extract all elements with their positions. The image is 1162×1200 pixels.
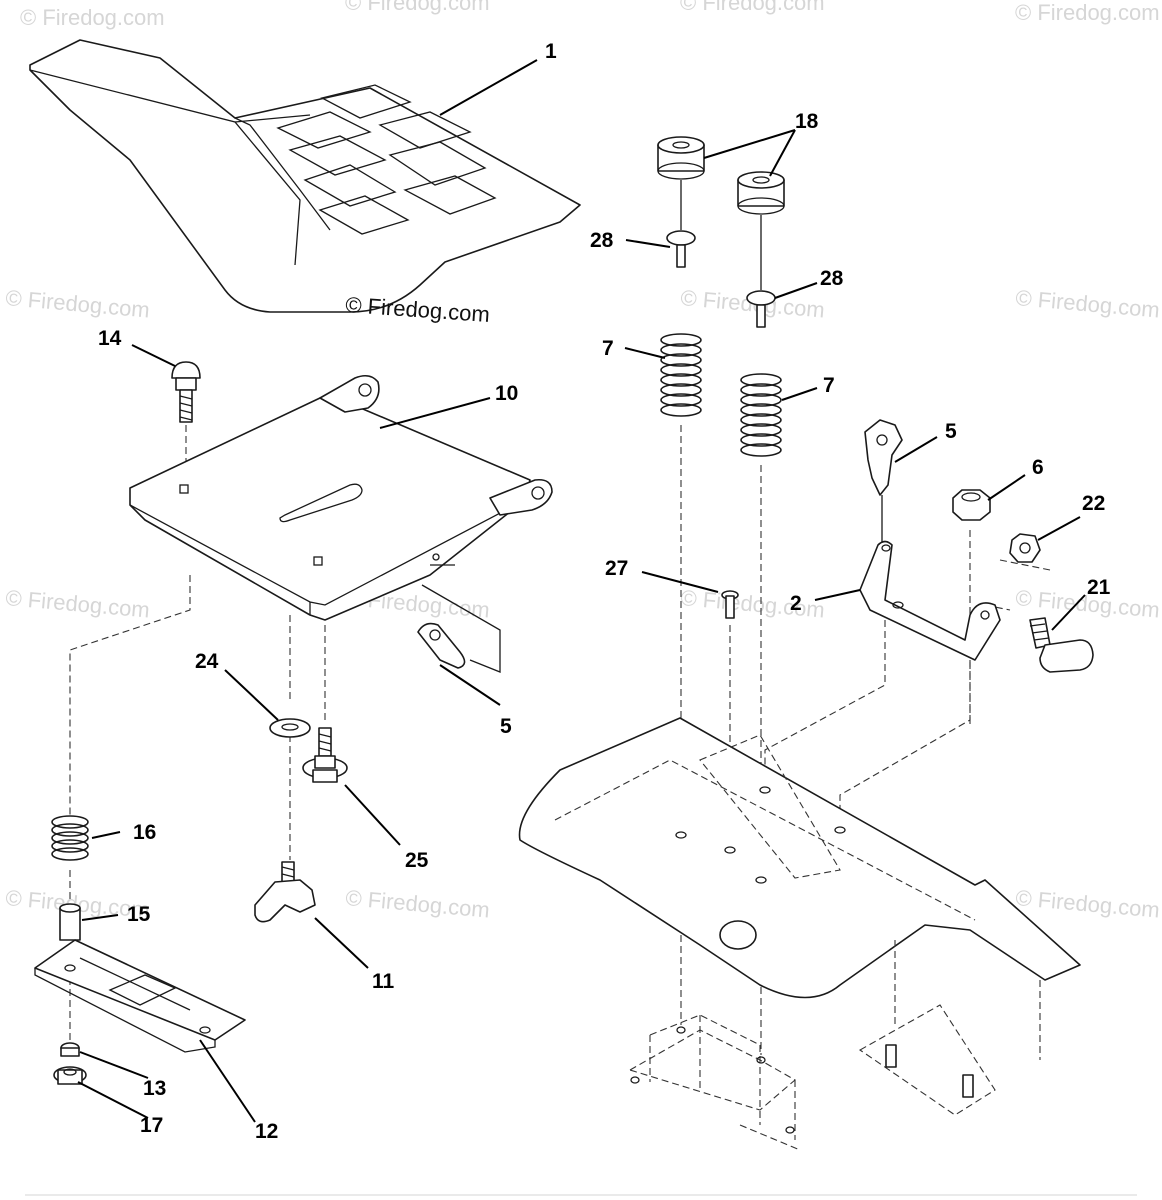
watermark: © Firedog.com [5, 285, 151, 323]
washer-part [269, 718, 311, 738]
seat-switch-part-left [417, 584, 501, 673]
callout-12: 12 [255, 1120, 278, 1143]
flange-bolt-part [1029, 617, 1094, 673]
bumper-part-left [657, 136, 705, 180]
seat-pad-grid [276, 84, 497, 235]
watermark: © Firedog.com [5, 585, 151, 623]
watermark: © Firedog.com [1015, 285, 1161, 323]
seat-pan-part [129, 374, 553, 621]
callout-7-right: 7 [823, 374, 835, 397]
callout-16: 16 [133, 821, 156, 844]
spacer-part [59, 903, 81, 941]
wing-knob-part [254, 861, 316, 923]
star-screw-part-left [666, 230, 696, 268]
fender-deck-part [518, 717, 1081, 999]
copyright-text: © Firedog.com [345, 292, 491, 327]
callout-27: 27 [605, 557, 628, 580]
carriage-bolt-part [171, 361, 201, 423]
watermark: © Firedog.com [680, 585, 826, 623]
callout-6: 6 [1032, 456, 1044, 479]
coil-spring-part-left [660, 333, 702, 417]
switch-bracket-part [859, 540, 1001, 661]
seat-switch-part-right [864, 419, 903, 496]
callout-22: 22 [1082, 492, 1105, 515]
watermark: © Firedog.com [1015, 885, 1161, 923]
bumper-part-right [737, 171, 785, 215]
frame-right-part [858, 940, 1041, 1116]
seat-part [29, 39, 581, 313]
flange-nut-part [53, 1066, 87, 1085]
callout-11: 11 [372, 970, 395, 993]
callout-17: 17 [140, 1114, 163, 1137]
callout-25: 25 [405, 849, 429, 872]
leader-lines [77, 59, 1086, 1123]
watermark: © Firedog.com [345, 885, 491, 923]
watermark: © Firedog.com [1015, 0, 1160, 25]
callout-14: 14 [98, 327, 122, 350]
callout-1: 1 [545, 40, 557, 63]
nut-small-part [60, 1042, 80, 1057]
callout-13: 13 [143, 1077, 166, 1100]
coil-spring-part-right [740, 373, 782, 457]
shoulder-bolt-part [302, 727, 348, 783]
callout-2: 2 [790, 592, 802, 615]
hex-nut-part [1009, 533, 1041, 563]
spring-small-part [51, 815, 89, 861]
callout-28-right: 28 [820, 267, 844, 290]
callout-10: 10 [495, 382, 518, 405]
screw-small-part [721, 590, 739, 619]
frame-left-part [629, 1014, 801, 1151]
callout-21: 21 [1087, 576, 1111, 599]
callout-24: 24 [195, 650, 219, 673]
lock-nut-part [952, 489, 991, 521]
callout-5-right: 5 [945, 420, 957, 443]
watermark: © Firedog.com [680, 0, 825, 15]
callout-28-left: 28 [590, 229, 614, 252]
slide-bracket-part [34, 939, 246, 1053]
watermark: © Firedog.com [345, 0, 490, 15]
callout-18: 18 [795, 110, 819, 133]
callout-7-left: 7 [602, 337, 614, 360]
callout-15: 15 [127, 903, 151, 926]
watermark: © Firedog.com [20, 5, 165, 30]
callout-labels: 1 10 14 5 24 25 11 16 15 13 17 12 18 28 … [98, 40, 1111, 1143]
callout-5-left: 5 [500, 715, 512, 738]
